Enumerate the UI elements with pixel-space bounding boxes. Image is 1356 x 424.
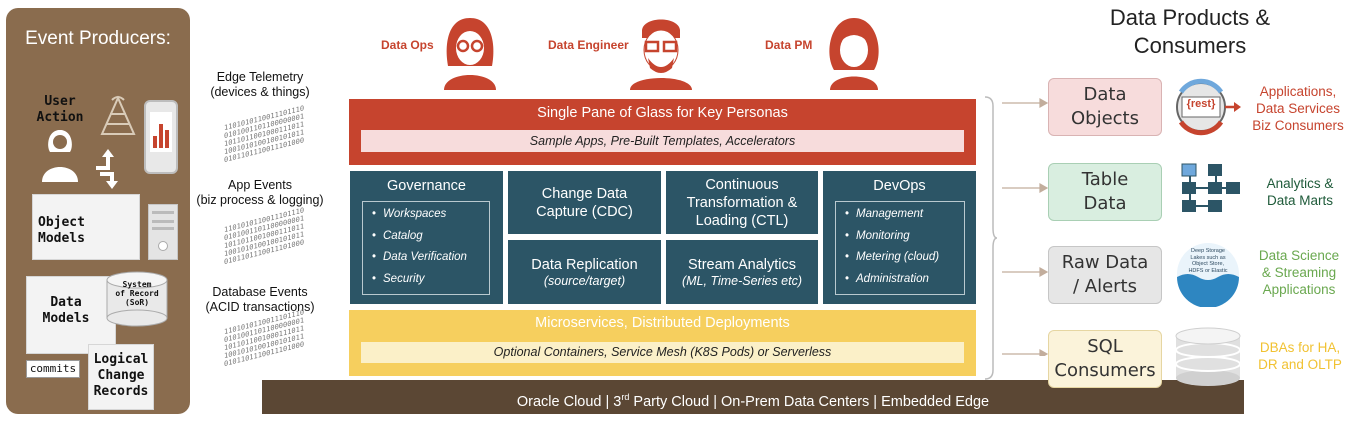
governance-item: Security (383, 269, 489, 291)
governance-item: Catalog (383, 226, 489, 248)
database-stack-icon (1170, 326, 1246, 388)
cdc-box: Change Data Capture (CDC) (508, 171, 661, 234)
data-replication-box: Data Replication (source/target) (508, 240, 661, 304)
user-action-label: User Action (30, 94, 90, 126)
governance-box: Governance Workspaces Catalog Data Verif… (350, 171, 503, 304)
phone-icon (144, 100, 178, 174)
edge-telemetry-label: Edge Telemetry (devices & things) (200, 70, 320, 100)
stream-analytics-subtitle: (ML, Time-Series etc) (666, 274, 818, 288)
producers-title: Event Producers: (6, 28, 190, 50)
person-icon (40, 126, 80, 182)
cdc-title: Change Data Capture (CDC) (508, 185, 661, 221)
sql-consumer-label: DBAs for HA, DR and OLTP (1248, 339, 1352, 373)
table-data-label: Table Data (1049, 168, 1161, 216)
ctl-title: Continuous Transformation & Loading (CTL… (666, 176, 818, 230)
data-engineer-avatar-icon (628, 14, 694, 90)
consumers-title: Data Products & Consumers (1090, 4, 1290, 60)
table-data-scroll: Table Data (1048, 163, 1162, 221)
data-replication-title: Data Replication (508, 256, 661, 274)
commits-label: commits (26, 360, 80, 378)
devops-list-frame: Management Monitoring Metering (cloud) A… (835, 201, 965, 295)
rest-label: {rest} (1182, 98, 1220, 110)
governance-item: Workspaces (383, 204, 489, 226)
platform-bracket (984, 96, 998, 380)
microservices-subtitle: Optional Containers, Service Mesh (K8S P… (361, 342, 964, 363)
sql-consumers-scroll: SQL Consumers (1048, 330, 1162, 388)
devops-item: Management (856, 204, 964, 226)
devops-box: DevOps Management Monitoring Metering (c… (823, 171, 976, 304)
single-pane-subtitle: Sample Apps, Pre-Built Templates, Accele… (361, 130, 964, 152)
app-events-label: App Events (biz process & logging) (190, 178, 330, 208)
governance-item: Data Verification (383, 247, 489, 269)
data-lake-caption: Deep Storage Lakes such as Object Store,… (1182, 248, 1234, 274)
base-text-post: Party Cloud | On-Prem Data Centers | Emb… (629, 394, 989, 410)
raw-data-consumer-label: Data Science & Streaming Applications (1246, 247, 1352, 298)
data-models-label: Data Models (36, 295, 96, 327)
sql-consumers-label: SQL Consumers (1049, 335, 1161, 383)
consumer-arrows (1000, 96, 1048, 356)
event-producers-panel: Event Producers: User Action Object Mode… (6, 8, 190, 414)
raw-data-scroll: Raw Data / Alerts (1048, 246, 1162, 304)
devops-item: Metering (cloud) (856, 247, 964, 269)
server-icon (148, 204, 178, 260)
table-data-consumer-label: Analytics & Data Marts (1248, 175, 1352, 209)
governance-list-frame: Workspaces Catalog Data Verification Sec… (362, 201, 490, 295)
data-pm-avatar-icon (824, 14, 884, 90)
persona-label-data-engineer: Data Engineer (548, 38, 629, 52)
microservices-title: Microservices, Distributed Deployments (349, 315, 976, 331)
data-mart-tree-icon (1176, 158, 1242, 218)
data-objects-scroll: Data Objects (1048, 78, 1162, 136)
lcr-label: Logical Change Records (86, 352, 156, 400)
persona-label-data-pm: Data PM (765, 38, 812, 52)
edge-binary-stream: 1101010110011101110 0101001101100000001 … (224, 92, 354, 164)
devops-title: DevOps (823, 177, 976, 195)
governance-title: Governance (350, 177, 503, 195)
base-text-pre: Oracle Cloud | 3 (517, 394, 622, 410)
stream-analytics-box: Stream Analytics (ML, Time-Series etc) (666, 240, 818, 304)
data-objects-consumer-label: Applications, Data Services Biz Consumer… (1240, 83, 1356, 134)
persona-label-data-ops: Data Ops (381, 38, 434, 52)
ctl-box: Continuous Transformation & Loading (CTL… (666, 171, 818, 234)
sor-label: System of Record (SoR) (104, 280, 170, 307)
flow-arrows-icon (92, 148, 122, 190)
antenna-icon (98, 94, 140, 138)
object-models-label: Object Models (28, 215, 118, 247)
stream-analytics-title: Stream Analytics (666, 256, 818, 274)
devops-item: Monitoring (856, 226, 964, 248)
raw-data-label: Raw Data / Alerts (1049, 251, 1161, 299)
devops-item: Administration (856, 269, 964, 291)
data-ops-avatar-icon (440, 14, 500, 90)
data-replication-subtitle: (source/target) (508, 274, 661, 288)
microservices-bar: Microservices, Distributed Deployments O… (349, 310, 976, 376)
single-pane-title: Single Pane of Glass for Key Personas (349, 105, 976, 121)
data-objects-label: Data Objects (1049, 83, 1161, 131)
single-pane-bar: Single Pane of Glass for Key Personas Sa… (349, 99, 976, 165)
